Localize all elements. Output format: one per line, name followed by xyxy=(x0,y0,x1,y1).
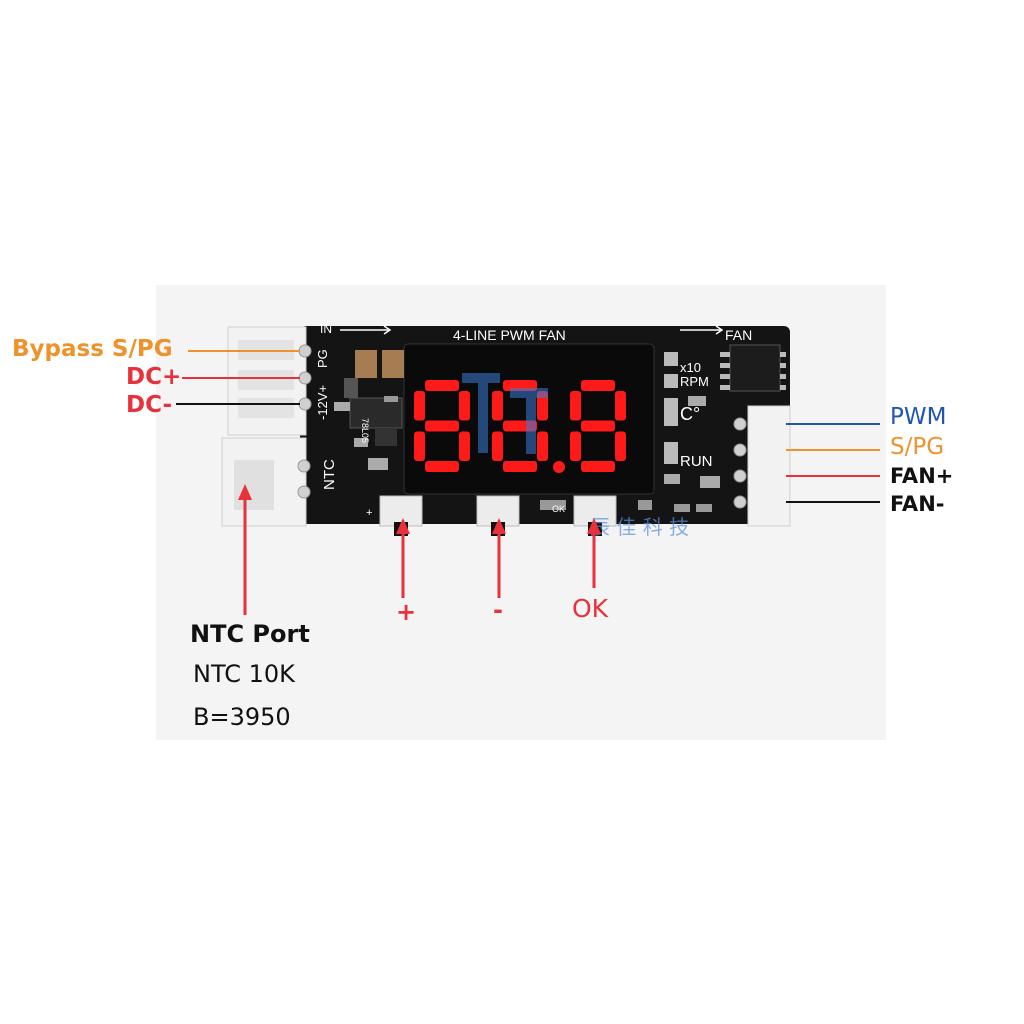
label-button-plus: + xyxy=(396,598,417,626)
segment-g xyxy=(425,420,459,432)
watermark-logo xyxy=(462,373,548,454)
pointer-arrows xyxy=(238,484,601,615)
silk-run: RUN xyxy=(680,453,713,470)
annotation-lines xyxy=(176,350,880,503)
silk-plus: + xyxy=(366,507,372,519)
segment-c xyxy=(537,431,548,461)
segment-f xyxy=(570,391,581,421)
label-ntc-b-value: B=3950 xyxy=(193,703,291,731)
silk-regulator: 78L05 xyxy=(360,418,370,443)
segment-c xyxy=(459,431,470,461)
silk-pg: PG xyxy=(315,349,330,368)
segment-b xyxy=(459,391,470,421)
label-fan-plus: FAN+ xyxy=(890,464,954,488)
segment-b xyxy=(537,391,548,421)
silk-ntc: NTC xyxy=(321,459,338,490)
silk-celsius: C° xyxy=(680,404,700,424)
silk-title: 4-LINE PWM FAN xyxy=(453,327,566,343)
label-ntc-port: NTC Port xyxy=(190,620,310,648)
silk-ok: OK xyxy=(552,504,565,514)
ntc-connector xyxy=(221,437,311,527)
silk-arrows xyxy=(340,325,724,335)
watermark-text: 辰 佳 科 技 xyxy=(590,515,689,539)
segment-a xyxy=(425,380,459,391)
segment-g xyxy=(581,420,615,432)
silkscreen-text: IN 4-LINE PWM FAN FAN PG -12V+ NTC x10 R… xyxy=(315,322,752,519)
silk-voltage: -12V+ xyxy=(315,385,330,420)
silk-rpm: RPM xyxy=(680,374,709,389)
label-button-ok: OK xyxy=(572,594,609,623)
smd-components xyxy=(334,344,786,512)
segment-a xyxy=(581,380,615,391)
silk-in: IN xyxy=(320,322,332,336)
segment-e xyxy=(414,431,425,461)
segment-d xyxy=(425,461,459,472)
segment-c xyxy=(615,431,626,461)
label-bypass-spg: Bypass S/PG xyxy=(12,336,173,362)
segment-f xyxy=(414,391,425,421)
label-button-minus: - xyxy=(493,596,503,624)
segment-dp xyxy=(553,461,565,473)
segment-d xyxy=(503,461,537,472)
segment-d xyxy=(581,461,615,472)
input-connector xyxy=(227,326,312,436)
label-ntc-10k: NTC 10K xyxy=(193,660,295,688)
label-pwm: PWM xyxy=(890,404,947,430)
display-digits xyxy=(414,380,626,473)
label-fan-minus: FAN- xyxy=(890,492,945,516)
segment-f xyxy=(492,391,503,421)
segment-e xyxy=(570,431,581,461)
silk-x10: x10 xyxy=(680,360,701,375)
fan-connector xyxy=(733,405,791,527)
label-dc-minus: DC- xyxy=(126,392,173,418)
silk-fan: FAN xyxy=(725,327,752,343)
label-spg: S/PG xyxy=(890,434,945,460)
label-dc-plus: DC+ xyxy=(126,364,182,390)
segment-e xyxy=(492,431,503,461)
segment-b xyxy=(615,391,626,421)
